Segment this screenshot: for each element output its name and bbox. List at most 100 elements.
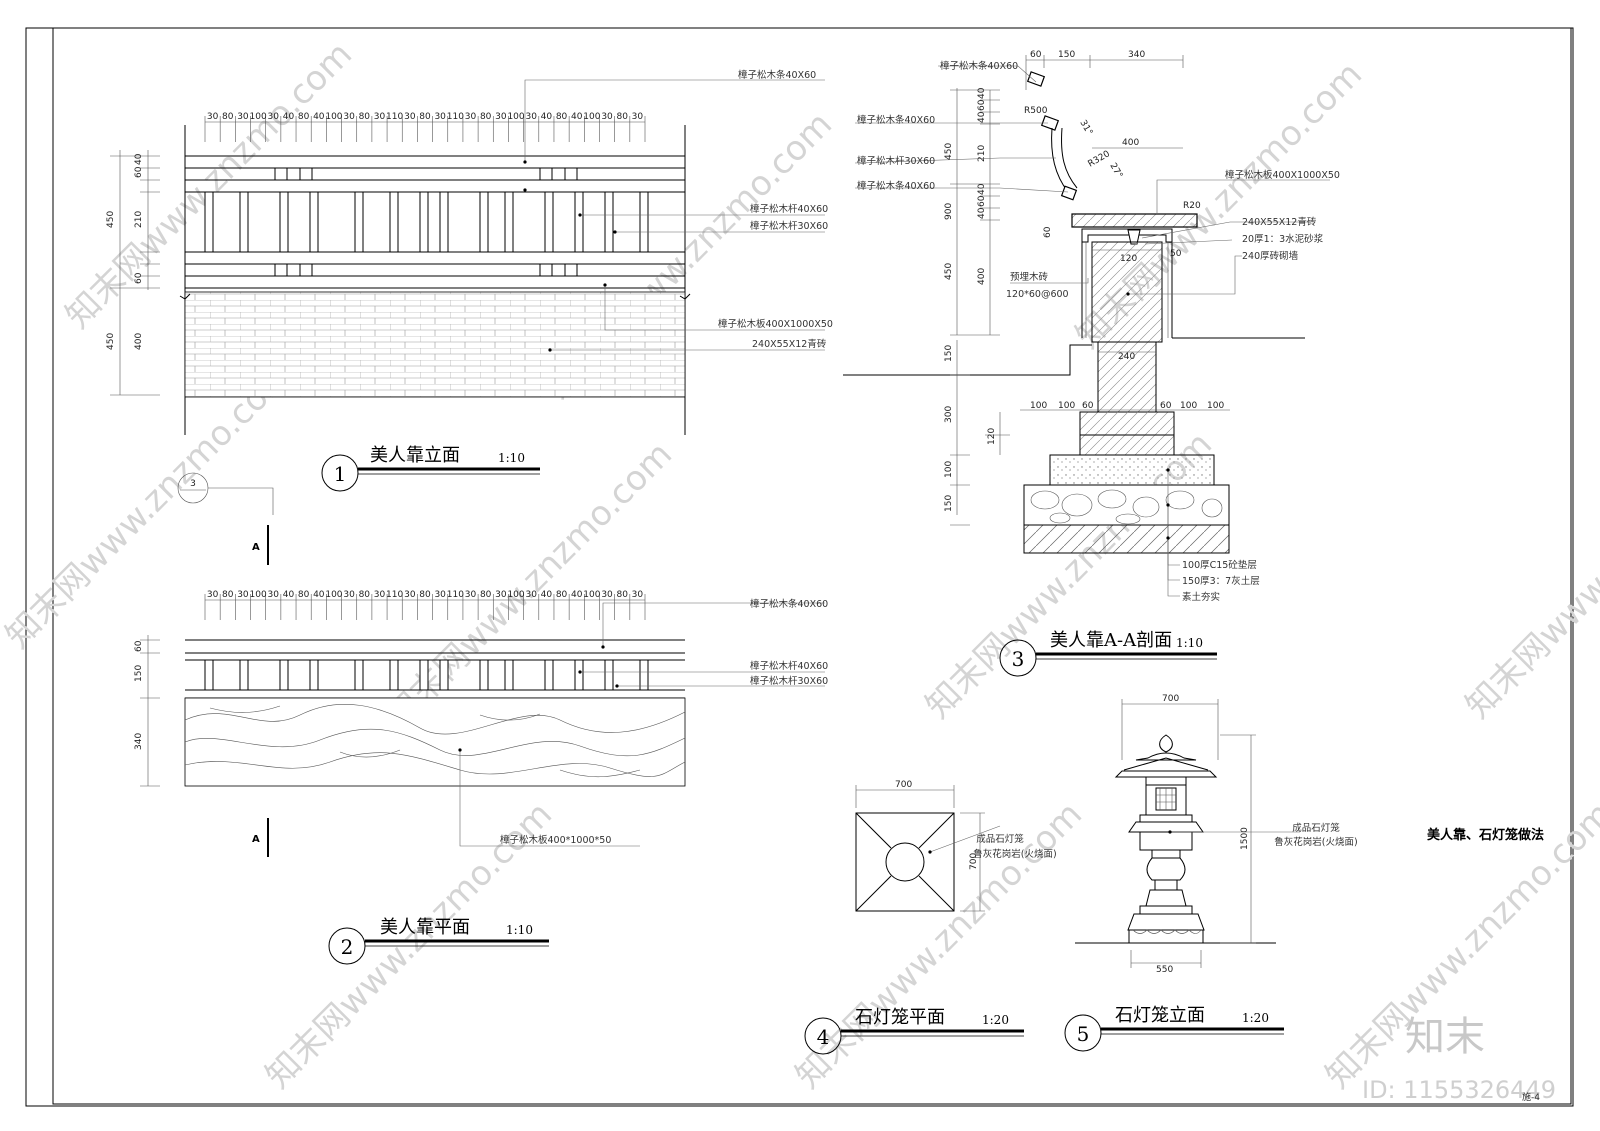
wood-slat bbox=[639, 659, 649, 691]
dim: 700 bbox=[895, 780, 912, 790]
spacing-dim: 80 bbox=[298, 590, 310, 600]
dim: 50 bbox=[1170, 249, 1182, 259]
spacing-dim: 30 bbox=[434, 112, 446, 122]
spacing-dim: 100 bbox=[507, 112, 524, 122]
label: 鲁灰花岗岩(火烧面) bbox=[1274, 836, 1357, 848]
label: 樟子松木杆40X60 bbox=[750, 203, 828, 215]
dim: 300 bbox=[944, 406, 954, 423]
drawing-number: 1 bbox=[334, 462, 347, 486]
spacing-dim: 110 bbox=[386, 112, 403, 122]
wood-slat bbox=[354, 659, 364, 691]
image-id: ID: 1155326449 bbox=[1362, 1076, 1556, 1104]
dim: 450 bbox=[106, 211, 116, 228]
label: 素土夯实 bbox=[1182, 591, 1220, 603]
drawing-scale: 1:10 bbox=[1176, 636, 1203, 650]
wood-slat bbox=[309, 191, 319, 253]
spacing-dim: 80 bbox=[222, 590, 234, 600]
spacing-dim: 30 bbox=[237, 590, 249, 600]
plan-slats bbox=[204, 659, 649, 691]
spacing-dim: 110 bbox=[386, 590, 403, 600]
dim: 900 bbox=[944, 203, 954, 220]
dim: 60 bbox=[134, 640, 144, 652]
spacing-dim: 30 bbox=[495, 590, 507, 600]
spacing-dim: 30 bbox=[601, 112, 613, 122]
dim: 100 bbox=[944, 461, 954, 478]
dim: 100 bbox=[1207, 401, 1224, 411]
label: 成品石灯笼 bbox=[976, 833, 1024, 845]
drawing-number-circle bbox=[1064, 1014, 1102, 1052]
sheet-title: 美人靠、石灯笼做法 bbox=[1427, 827, 1544, 843]
label: 樟子松木杆30X60 bbox=[857, 155, 935, 167]
label: 樟子松木条40X60 bbox=[857, 180, 935, 192]
watermark-text: 知末网www.znzmo.com bbox=[0, 354, 300, 656]
dim: 240 bbox=[1118, 352, 1135, 362]
dim: 100 bbox=[1058, 401, 1075, 411]
wood-slat bbox=[279, 659, 289, 691]
label: 20厚1：3水泥砂浆 bbox=[1242, 233, 1324, 245]
label: 鲁灰花岗岩(火烧面) bbox=[973, 848, 1056, 860]
dim: 210 bbox=[134, 211, 144, 228]
dim: 60 bbox=[977, 99, 987, 111]
lantern-elevation-drawing: 700 550 1500 成品石灯笼 鲁灰花岗岩(火烧面) 5 石灯笼立面 1:… bbox=[1064, 694, 1358, 1052]
spacing-dim: 30 bbox=[525, 590, 537, 600]
drawing-title: 石灯笼立面 bbox=[1115, 1005, 1205, 1026]
section-drawing: 40 60 40 210 40 60 40 450 900 450 400 15… bbox=[843, 50, 1340, 677]
spacing-dim: 30 bbox=[495, 112, 507, 122]
wood-slat bbox=[439, 659, 449, 691]
spacing-dim: 80 bbox=[298, 112, 310, 122]
label: 100厚C15砼垫层 bbox=[1182, 559, 1257, 571]
wood-slat bbox=[204, 191, 214, 253]
spacing-dim: 30 bbox=[404, 112, 416, 122]
spacing-dim: 100 bbox=[250, 590, 267, 600]
spacing-dim: 30 bbox=[465, 112, 477, 122]
dim: 60 bbox=[1160, 401, 1172, 411]
dim: 60 bbox=[1030, 50, 1042, 60]
section-mark: 3 A A bbox=[177, 472, 274, 857]
wood-slat bbox=[544, 659, 554, 691]
drawing-number-circle bbox=[321, 454, 359, 492]
spacing-dim: 80 bbox=[556, 112, 568, 122]
spacing-dim: 80 bbox=[480, 590, 492, 600]
wood-slat bbox=[419, 191, 429, 253]
spacing-dim: 80 bbox=[617, 112, 629, 122]
drawing-scale: 1:20 bbox=[982, 1013, 1009, 1027]
watermark-text: 知末网www.znzmo.com bbox=[58, 34, 360, 336]
spacing-dim: 40 bbox=[283, 112, 295, 122]
dim: 40 bbox=[977, 111, 987, 123]
spacing-dim: 40 bbox=[313, 112, 325, 122]
label: 樟子松木条40X60 bbox=[738, 69, 816, 81]
spacing-dim: 80 bbox=[222, 112, 234, 122]
sheet-number: 施-4 bbox=[1522, 1091, 1540, 1103]
wood-slat bbox=[479, 191, 489, 253]
wood-slat bbox=[309, 659, 319, 691]
spacing-dim: 30 bbox=[525, 112, 537, 122]
label: 150厚3：7灰土层 bbox=[1182, 575, 1260, 587]
spacing-dim: 30 bbox=[374, 112, 386, 122]
drawing-title: 美人靠平面 bbox=[380, 917, 470, 938]
drawing-scale: 1:10 bbox=[506, 923, 533, 937]
lantern-plan-drawing: 700 700 成品石灯笼 鲁灰花岗岩(火烧面) 4 石灯笼平面 1:20 bbox=[804, 780, 1057, 1055]
spacing-dim: 30 bbox=[601, 590, 613, 600]
drawing-title: 美人靠A-A剖面 bbox=[1050, 630, 1172, 651]
spacing-dim: 40 bbox=[541, 112, 553, 122]
spacing-dim: 100 bbox=[583, 590, 600, 600]
spacing-dim: 80 bbox=[419, 590, 431, 600]
wood-slat bbox=[574, 659, 584, 691]
spacing-dim: 80 bbox=[359, 112, 371, 122]
dim: 60 bbox=[1082, 401, 1094, 411]
section-letter: A bbox=[252, 834, 260, 845]
wood-slat bbox=[604, 191, 614, 253]
angle: 31° bbox=[1077, 119, 1094, 138]
watermark-text: 知末网www.znzmo.com bbox=[1458, 424, 1600, 726]
section-letter: A bbox=[252, 542, 260, 553]
spacing-dim: 30 bbox=[465, 590, 477, 600]
wood-slat bbox=[239, 659, 249, 691]
dim: 60 bbox=[1043, 226, 1053, 238]
wood-slat bbox=[204, 659, 214, 691]
drawing-number: 2 bbox=[341, 935, 354, 959]
